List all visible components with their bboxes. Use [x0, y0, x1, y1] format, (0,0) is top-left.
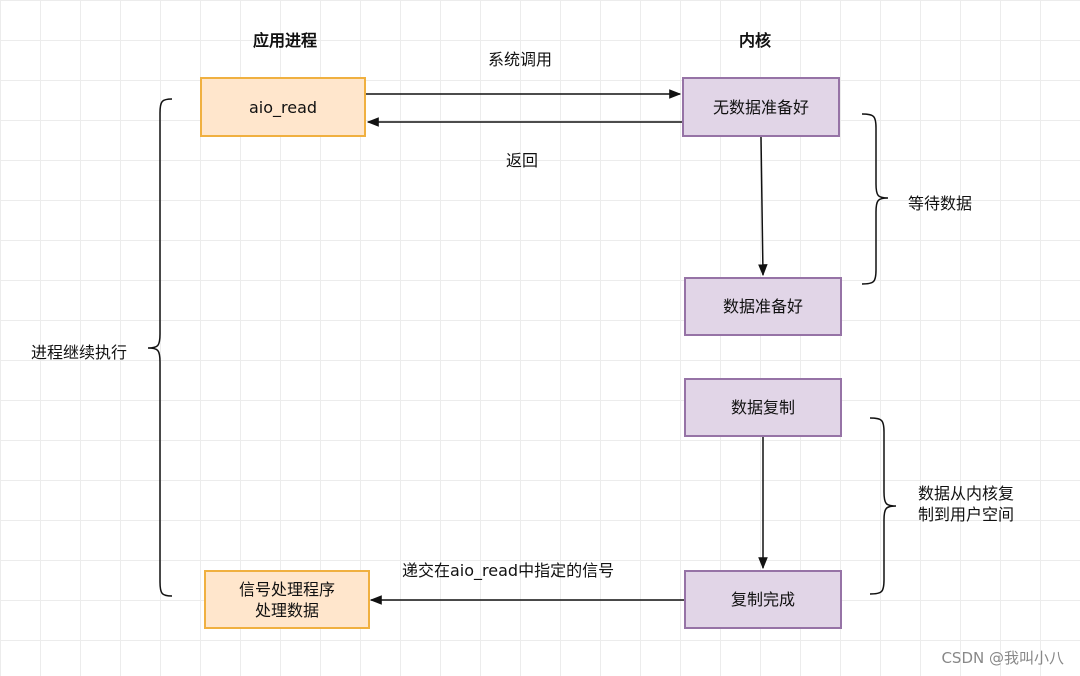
data-ready-box: 数据准备好 — [684, 277, 842, 336]
return-label: 返回 — [506, 151, 539, 170]
wait-data-brace — [861, 113, 889, 285]
wait-data-label: 等待数据 — [908, 194, 973, 213]
no-data-ready-box: 无数据准备好 — [682, 77, 840, 137]
data-copy-box-label: 数据复制 — [730, 398, 795, 417]
copy-to-user-label-line-1: 数据从内核复 — [918, 484, 1015, 503]
aio-read-box: aio_read — [200, 77, 366, 137]
wait-arrow — [758, 136, 768, 277]
process-continue-label: 进程继续执行 — [31, 343, 128, 362]
copy-to-user-label: 数据从内核复 制到用户空间 — [918, 483, 1014, 525]
kernel-heading: 内核 — [739, 31, 772, 50]
copy-complete-box-label: 复制完成 — [730, 590, 795, 609]
watermark: CSDN @我叫小八 — [941, 649, 1064, 667]
no-data-ready-box-label: 无数据准备好 — [712, 97, 809, 117]
copy-to-user-label-line-2: 制到用户空间 — [918, 505, 1015, 524]
syscall-label: 系统调用 — [488, 50, 553, 69]
copy-complete-box: 复制完成 — [684, 570, 842, 629]
data-copy-box: 数据复制 — [684, 378, 842, 437]
process-continue-brace — [147, 98, 173, 597]
signal-handler-box-line-2: 处理数据 — [254, 600, 319, 620]
signal-handler-box: 信号处理程序 处理数据 — [204, 570, 370, 629]
signal-handler-box-line-1: 信号处理程序 — [238, 579, 335, 599]
data-ready-box-label: 数据准备好 — [722, 297, 803, 316]
app-process-heading: 应用进程 — [253, 31, 318, 50]
deliver-signal-label: 递交在aio_read中指定的信号 — [402, 561, 615, 580]
copy-to-user-brace — [869, 417, 897, 595]
aio-read-box-label: aio_read — [248, 97, 318, 117]
